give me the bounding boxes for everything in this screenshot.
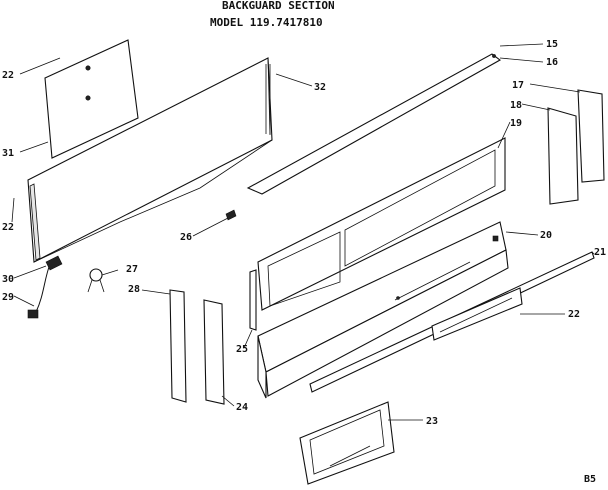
- part-21-trim-strip: [309, 251, 595, 393]
- callout-27: 27: [126, 264, 138, 275]
- callout-25: 25: [236, 344, 248, 355]
- part-16-top-trim: [246, 53, 502, 195]
- part-29-cord: [27, 263, 51, 319]
- callout-24: 24: [236, 402, 248, 413]
- callout-20: 20: [540, 230, 552, 241]
- part-24-bracket: [203, 299, 225, 405]
- part-25-strip: [249, 269, 257, 331]
- callout-28: 28: [128, 284, 140, 295]
- callout-18: 18: [510, 100, 522, 111]
- leader-lines: [11, 43, 595, 421]
- part-31-cover-plate: [44, 39, 139, 159]
- callout-16: 16: [546, 57, 558, 68]
- callout-32: 32: [314, 82, 326, 93]
- part-32-rear-panel: [27, 57, 273, 263]
- callout-21: 21: [594, 247, 606, 258]
- part-18-end-cap: [547, 107, 579, 205]
- callout-19: 19: [510, 118, 522, 129]
- part-30-clip: [45, 255, 63, 271]
- callout-29: 29: [2, 292, 14, 303]
- callout-22: 22: [2, 222, 14, 233]
- callout-23: 23: [426, 416, 438, 427]
- callout-31: 31: [2, 148, 14, 159]
- callout-30: 30: [2, 274, 14, 285]
- part-20-control-panel: [257, 221, 509, 399]
- callout-17: 17: [512, 80, 524, 91]
- part-27-connector: [87, 268, 105, 293]
- part-28-bracket: [169, 289, 187, 403]
- part-17-end-cap: [577, 89, 605, 183]
- part-23-handle: [299, 401, 395, 485]
- callout-15: 15: [546, 39, 558, 50]
- callout-22: 22: [2, 70, 14, 81]
- model-number: MODEL 119.7417810: [210, 16, 323, 29]
- page-code: B5: [584, 474, 596, 485]
- callout-26: 26: [180, 232, 192, 243]
- diagram-title: BACKGUARD SECTION: [222, 0, 335, 12]
- callout-22: 22: [568, 309, 580, 320]
